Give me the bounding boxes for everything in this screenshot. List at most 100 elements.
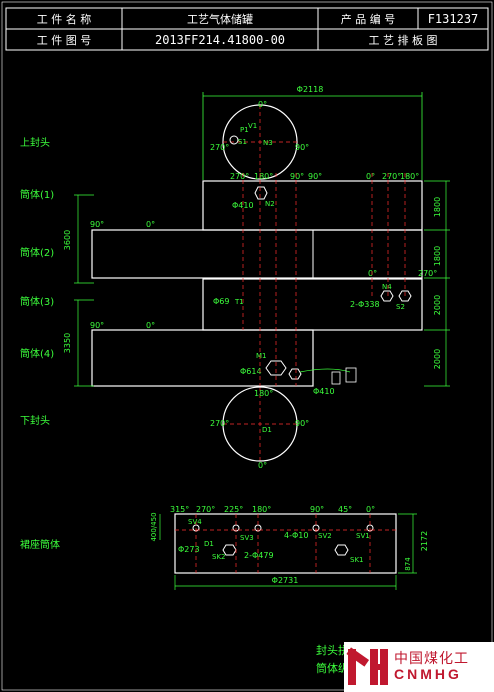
- angle-top-0: 0°: [258, 100, 267, 109]
- label-shell-4: 筒体(4): [20, 347, 54, 360]
- watermark-cn: 中国煤化工: [394, 651, 469, 668]
- dim-top-width: Φ2118: [297, 85, 324, 94]
- shell-4-dim-box-1: [331, 371, 341, 385]
- nozzle-sv3: SV3: [240, 534, 254, 542]
- nozzle-d1: D1: [262, 426, 272, 434]
- watermark-logo-icon: [344, 642, 392, 692]
- nozzle-spec-410: Φ410: [232, 201, 254, 210]
- angle-bh-0: 0°: [258, 461, 267, 470]
- angle-sk-270: 270°: [196, 505, 215, 514]
- angle-bh-180: 180°: [254, 389, 273, 398]
- nozzle-sk2: SK2: [212, 553, 226, 561]
- watermark-en: CNMHG: [394, 666, 462, 682]
- label-skirt-shell: 裙座筒体: [20, 538, 60, 551]
- dim-right-2000a: 2000: [433, 295, 442, 315]
- title-part-name: 工艺气体储罐: [187, 12, 253, 26]
- nozzle-sv4: SV4: [188, 518, 202, 526]
- angle-sk-225: 225°: [224, 505, 243, 514]
- title-drawing-no-label: 工 件 图 号: [37, 34, 92, 47]
- angle-s1-180b: 180°: [400, 172, 419, 181]
- nozzle-t1: T1: [234, 298, 244, 306]
- title-product-no-label: 产 品 编 号: [341, 12, 396, 26]
- nozzle-spec-4-10: 4-Φ10: [284, 531, 308, 540]
- nozzle-spec-69: Φ69: [213, 297, 229, 306]
- angle-s2-270: 270°: [418, 269, 437, 278]
- label-bottom-head: 下封头: [20, 414, 50, 427]
- angle-top-90: 90°: [295, 143, 309, 152]
- nozzle-sk1: SK1: [350, 556, 364, 564]
- angle-s2-0: 0°: [146, 220, 155, 229]
- skirt-nozzles: [192, 524, 374, 556]
- shell-4-nozzles: [265, 360, 302, 380]
- shell-2-plate: [91, 229, 423, 279]
- angle-s1-270: 270°: [230, 172, 249, 181]
- nozzle-spec-614: Φ614: [240, 367, 262, 376]
- nozzle-d1-skirt: D1: [204, 540, 214, 548]
- angle-s4-0: 0°: [146, 321, 155, 330]
- skirt-dimensions: [159, 513, 417, 590]
- orientation-lines: [223, 173, 406, 461]
- dim-skirt-2172: 2172: [420, 531, 429, 551]
- angle-s4-90: 90°: [90, 321, 104, 330]
- nozzle-sv1: SV1: [356, 532, 370, 540]
- bottom-head: [222, 386, 298, 462]
- nozzle-s1: S1: [238, 138, 247, 146]
- dim-right-1800a: 1800: [433, 197, 442, 217]
- angle-s1-0: 0°: [366, 172, 375, 181]
- top-dimension: [202, 92, 423, 180]
- angle-sk-0: 0°: [366, 505, 375, 514]
- title-drawing-type: 工 艺 排 板 图: [369, 33, 438, 47]
- angle-sk-90: 90°: [310, 505, 324, 514]
- shell-4-dim-box-2: [345, 367, 357, 383]
- dim-right-1800b: 1800: [433, 246, 442, 266]
- shell-3-nozzles: [380, 290, 412, 302]
- right-dimensions: [424, 180, 450, 387]
- angle-sk-45: 45°: [338, 505, 352, 514]
- angle-s1-180: 180°: [254, 172, 273, 181]
- angle-s2-0b: 0°: [368, 269, 377, 278]
- label-shell-2: 筒体(2): [20, 246, 54, 259]
- nozzle-n2: N2: [265, 200, 275, 208]
- nozzle-sv2: SV2: [318, 532, 332, 540]
- nozzle-p1: P1: [240, 126, 249, 134]
- angle-s1-90b: 90°: [308, 172, 322, 181]
- nozzle-spec-2479: 2-Φ479: [244, 551, 274, 560]
- dim-skirt-874: 874: [404, 557, 412, 571]
- title-block: [5, 7, 489, 51]
- dim-skirt-400-450: 400/450: [150, 512, 158, 541]
- watermark: 中国煤化工 CNMHG: [344, 642, 494, 692]
- top-head: [222, 104, 298, 180]
- nozzle-n3: N3: [263, 139, 273, 147]
- nozzle-spec-410b: Φ410: [313, 387, 335, 396]
- shell-4-leader: [299, 368, 351, 373]
- label-shell-1: 筒体(1): [20, 188, 54, 201]
- nozzle-spec-2338: 2-Φ338: [350, 300, 380, 309]
- angle-s2-90: 90°: [90, 220, 104, 229]
- angle-sk-180: 180°: [252, 505, 271, 514]
- skirt-plate: [174, 513, 397, 574]
- title-part-name-label: 工 件 名 称: [37, 12, 92, 26]
- dim-right-2000b: 2000: [433, 349, 442, 369]
- dim-left-3600: 3600: [63, 230, 72, 250]
- angle-top-270: 270°: [210, 143, 229, 152]
- angle-s1-90: 90°: [290, 172, 304, 181]
- dim-left-3350: 3350: [63, 333, 72, 353]
- nozzle-spec-273: Φ273: [178, 545, 200, 554]
- label-shell-3: 筒体(3): [20, 295, 54, 308]
- left-dimensions: [74, 194, 94, 387]
- angle-sk-315: 315°: [170, 505, 189, 514]
- angle-bh-90: 90°: [295, 419, 309, 428]
- angle-s1-270b: 270°: [382, 172, 401, 181]
- shell-4-plate: [91, 329, 314, 387]
- nozzle-n4: N4: [382, 283, 392, 291]
- skirt-orientation-lines: [175, 514, 396, 573]
- nozzle-s2: S2: [396, 303, 405, 311]
- title-product-no: F131237: [428, 12, 479, 26]
- shell-1-nozzle: [254, 186, 268, 200]
- nozzle-m1: M1: [256, 352, 267, 360]
- label-top-head: 上封头: [20, 136, 50, 149]
- nozzle-v1: V1: [248, 122, 257, 130]
- dim-skirt-length: Φ2731: [272, 576, 299, 585]
